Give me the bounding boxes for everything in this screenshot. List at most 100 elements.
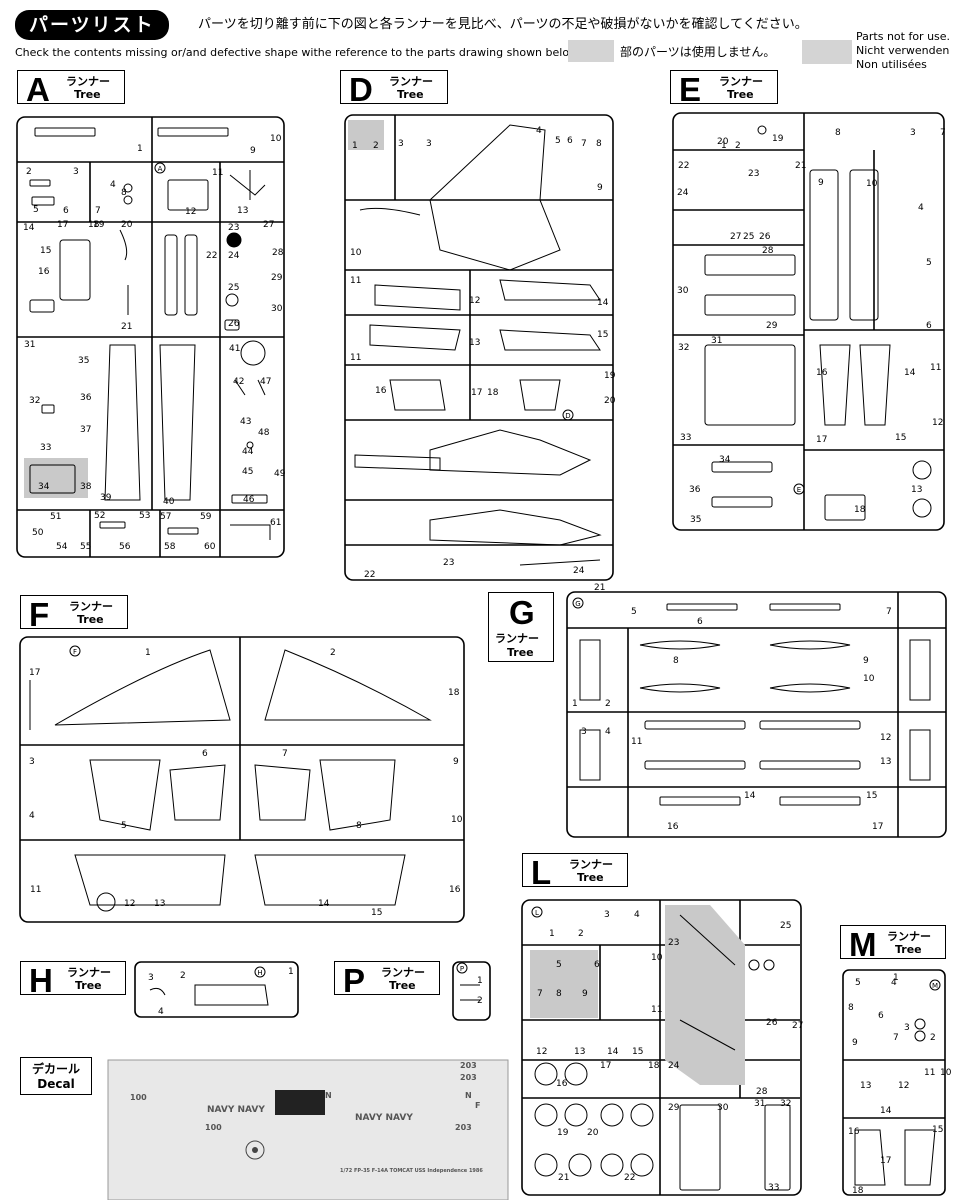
- part-number-L: 17: [600, 1061, 611, 1071]
- runner-en: Tree: [77, 613, 104, 626]
- part-number-F: 1: [145, 648, 151, 658]
- part-number-A: 54: [56, 542, 68, 552]
- runner-en: Tree: [507, 646, 534, 659]
- part-9: [429, 124, 561, 271]
- tree-stamp: E: [797, 486, 801, 494]
- part-number-G: 14: [744, 791, 756, 801]
- part-number-M: 8: [848, 1003, 854, 1013]
- part-number-L: 20: [587, 1128, 599, 1138]
- part-9: [157, 127, 229, 137]
- part-number-E: 22: [678, 161, 689, 171]
- part-number-M: 16: [848, 1127, 860, 1137]
- part-13a: [912, 460, 932, 480]
- part-number-A: 56: [119, 542, 131, 552]
- part-number-G: 4: [605, 727, 611, 737]
- part-number-A: 55: [80, 542, 91, 552]
- part-number-D: 21: [594, 583, 605, 593]
- part-58: [167, 527, 199, 535]
- part-number-A: 1: [137, 144, 143, 154]
- part-number-L: 26: [766, 1018, 778, 1028]
- part-number-L: 16: [556, 1079, 568, 1089]
- part-number-H: 3: [148, 973, 154, 983]
- part-number-M: 2: [930, 1033, 936, 1043]
- part-11: [229, 170, 266, 200]
- part-number-L: 31: [754, 1099, 765, 1109]
- part-number-L: 5: [556, 960, 562, 970]
- part-number-E: 23: [748, 169, 759, 179]
- decal-label-en: Decal: [37, 1077, 75, 1091]
- tree-stamp: A: [158, 165, 163, 173]
- part-number-D: 11: [350, 353, 361, 363]
- part-number-D: 11: [350, 276, 361, 286]
- part-number-M: 15: [932, 1125, 943, 1135]
- part-13: [369, 324, 461, 351]
- part-15: [904, 1129, 936, 1186]
- part-number-A: 4: [110, 180, 116, 190]
- part-number-E: 31: [711, 336, 722, 346]
- part-5: [89, 759, 161, 831]
- part-number-E: 15: [895, 433, 906, 443]
- part-number-D: 17: [471, 388, 482, 398]
- part-number-F: 4: [29, 811, 35, 821]
- part-number-A: 39: [100, 493, 112, 503]
- tree-letter: E: [679, 71, 702, 108]
- part-number-E: 1: [721, 141, 727, 151]
- part-number-A: 28: [272, 248, 284, 258]
- part-7: [254, 764, 311, 821]
- part-number-D: 10: [350, 248, 362, 258]
- part-number-A: 47: [260, 377, 271, 387]
- part-5: [31, 196, 55, 206]
- decal-text: 100: [130, 1093, 147, 1102]
- part-number-P: 1: [477, 976, 483, 986]
- part-16: [819, 344, 851, 426]
- part-number-L: 10: [651, 953, 663, 963]
- tree-letter: D: [349, 71, 373, 108]
- part-number-M: 9: [852, 1038, 858, 1048]
- part-number-F: 6: [202, 749, 208, 759]
- part-number-E: 27: [730, 232, 741, 242]
- part-number-E: 36: [689, 485, 701, 495]
- part-number-M: 17: [880, 1156, 891, 1166]
- part-61: [230, 524, 271, 540]
- decal-sheet: [107, 1059, 509, 1200]
- part-6b: [769, 603, 841, 611]
- part-number-F: 12: [124, 899, 135, 909]
- part-28: [704, 254, 796, 276]
- part-number-A: 37: [80, 425, 91, 435]
- part-26: [224, 319, 240, 331]
- part-number-L: 27: [792, 1021, 803, 1031]
- part-8b: [123, 195, 133, 205]
- part-number-A: 6: [63, 206, 69, 216]
- part-number-F: 3: [29, 757, 35, 767]
- part-number-D: 2: [373, 141, 379, 151]
- part-wheel: [534, 1103, 558, 1127]
- part-number-F: 15: [371, 908, 382, 918]
- legend-swatch-2: [802, 40, 852, 64]
- part-number-A: 27: [263, 220, 274, 230]
- tree-stamp: D: [565, 412, 570, 420]
- tree-frame-G: [566, 591, 947, 838]
- part-number-E: 2: [735, 141, 741, 151]
- part-wheel: [564, 1062, 588, 1086]
- tree-stamp: M: [932, 982, 938, 990]
- shade-D-1-2: [348, 120, 384, 150]
- part-number-L: 12: [536, 1047, 547, 1057]
- part-number-F: 10: [451, 815, 463, 825]
- part-21a: [429, 429, 592, 476]
- part-number-G: 8: [673, 656, 679, 666]
- part-number-E: 25: [743, 232, 754, 242]
- part-number-A: 41: [229, 344, 240, 354]
- part-number-M: 13: [860, 1081, 871, 1091]
- part-number-A: 50: [32, 528, 44, 538]
- tree-stamp: G: [575, 600, 580, 608]
- shade-L-22-23: [665, 905, 745, 1085]
- part-number-G: 2: [605, 699, 611, 709]
- part-number-G: 3: [581, 727, 587, 737]
- tree-stamp-circle: [69, 645, 81, 657]
- part-24: [519, 559, 601, 566]
- part-number-D: 19: [604, 371, 616, 381]
- part-number-L: 11: [651, 1005, 662, 1015]
- decal-text: 203: [460, 1073, 477, 1082]
- part-number-L: 18: [648, 1061, 660, 1071]
